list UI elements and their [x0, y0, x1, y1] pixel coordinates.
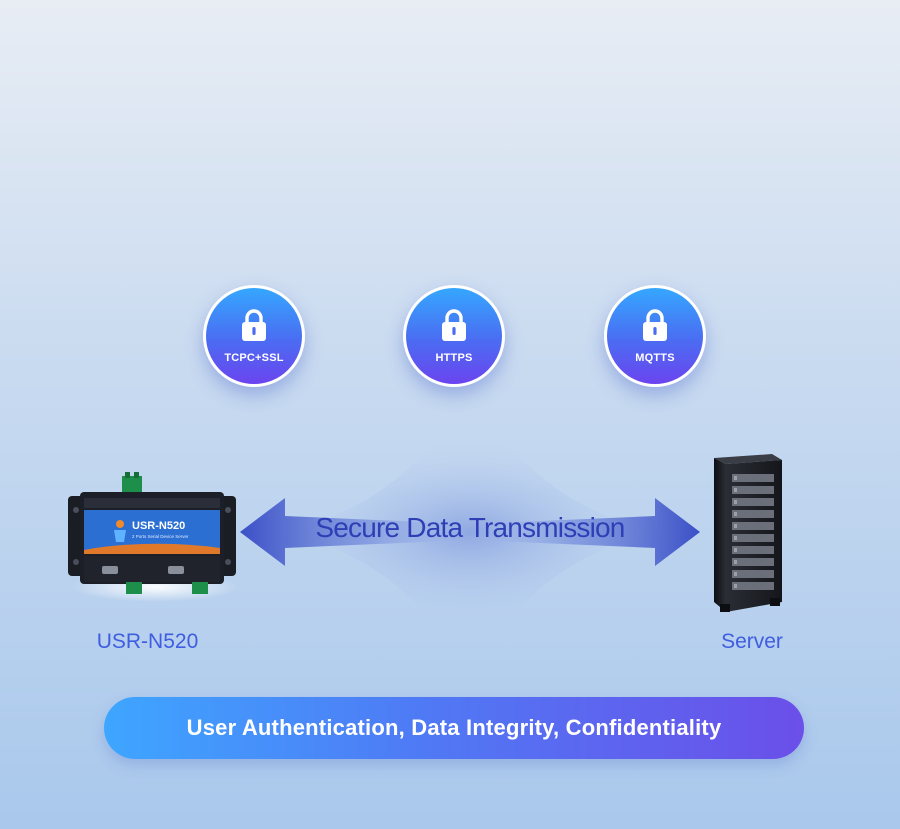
lock-icon — [442, 309, 466, 341]
server-rack-image — [714, 454, 782, 612]
arrow-right — [470, 498, 700, 566]
security-features-banner: User Authentication, Data Integrity, Con… — [104, 697, 804, 759]
lock-icon — [643, 309, 667, 341]
protocol-badge-tcpc-ssl: TCPC+SSL — [203, 285, 305, 387]
panel-subtitle-text: 2 Ports Serial Device Server — [132, 534, 189, 539]
server-caption: Server — [721, 630, 783, 653]
secure-transmission-arrow — [240, 440, 700, 625]
transmission-label: Secure Data Transmission — [315, 512, 625, 543]
protocol-label: HTTPS — [435, 352, 473, 364]
serial-device-server-image: USR-N520 2 Ports Serial Device Server — [68, 472, 236, 594]
arrow-left — [240, 498, 470, 566]
device-caption: USR-N520 — [96, 630, 199, 653]
lock-icon — [242, 309, 266, 341]
panel-brand-text: USR-N520 — [132, 520, 185, 532]
protocol-label: MQTTS — [635, 352, 675, 364]
protocol-badge-https: HTTPS — [403, 285, 505, 387]
protocol-label: TCPC+SSL — [224, 352, 284, 364]
banner-text: User Authentication, Data Integrity, Con… — [186, 715, 722, 740]
protocol-badge-mqtts: MQTTS — [604, 285, 706, 387]
